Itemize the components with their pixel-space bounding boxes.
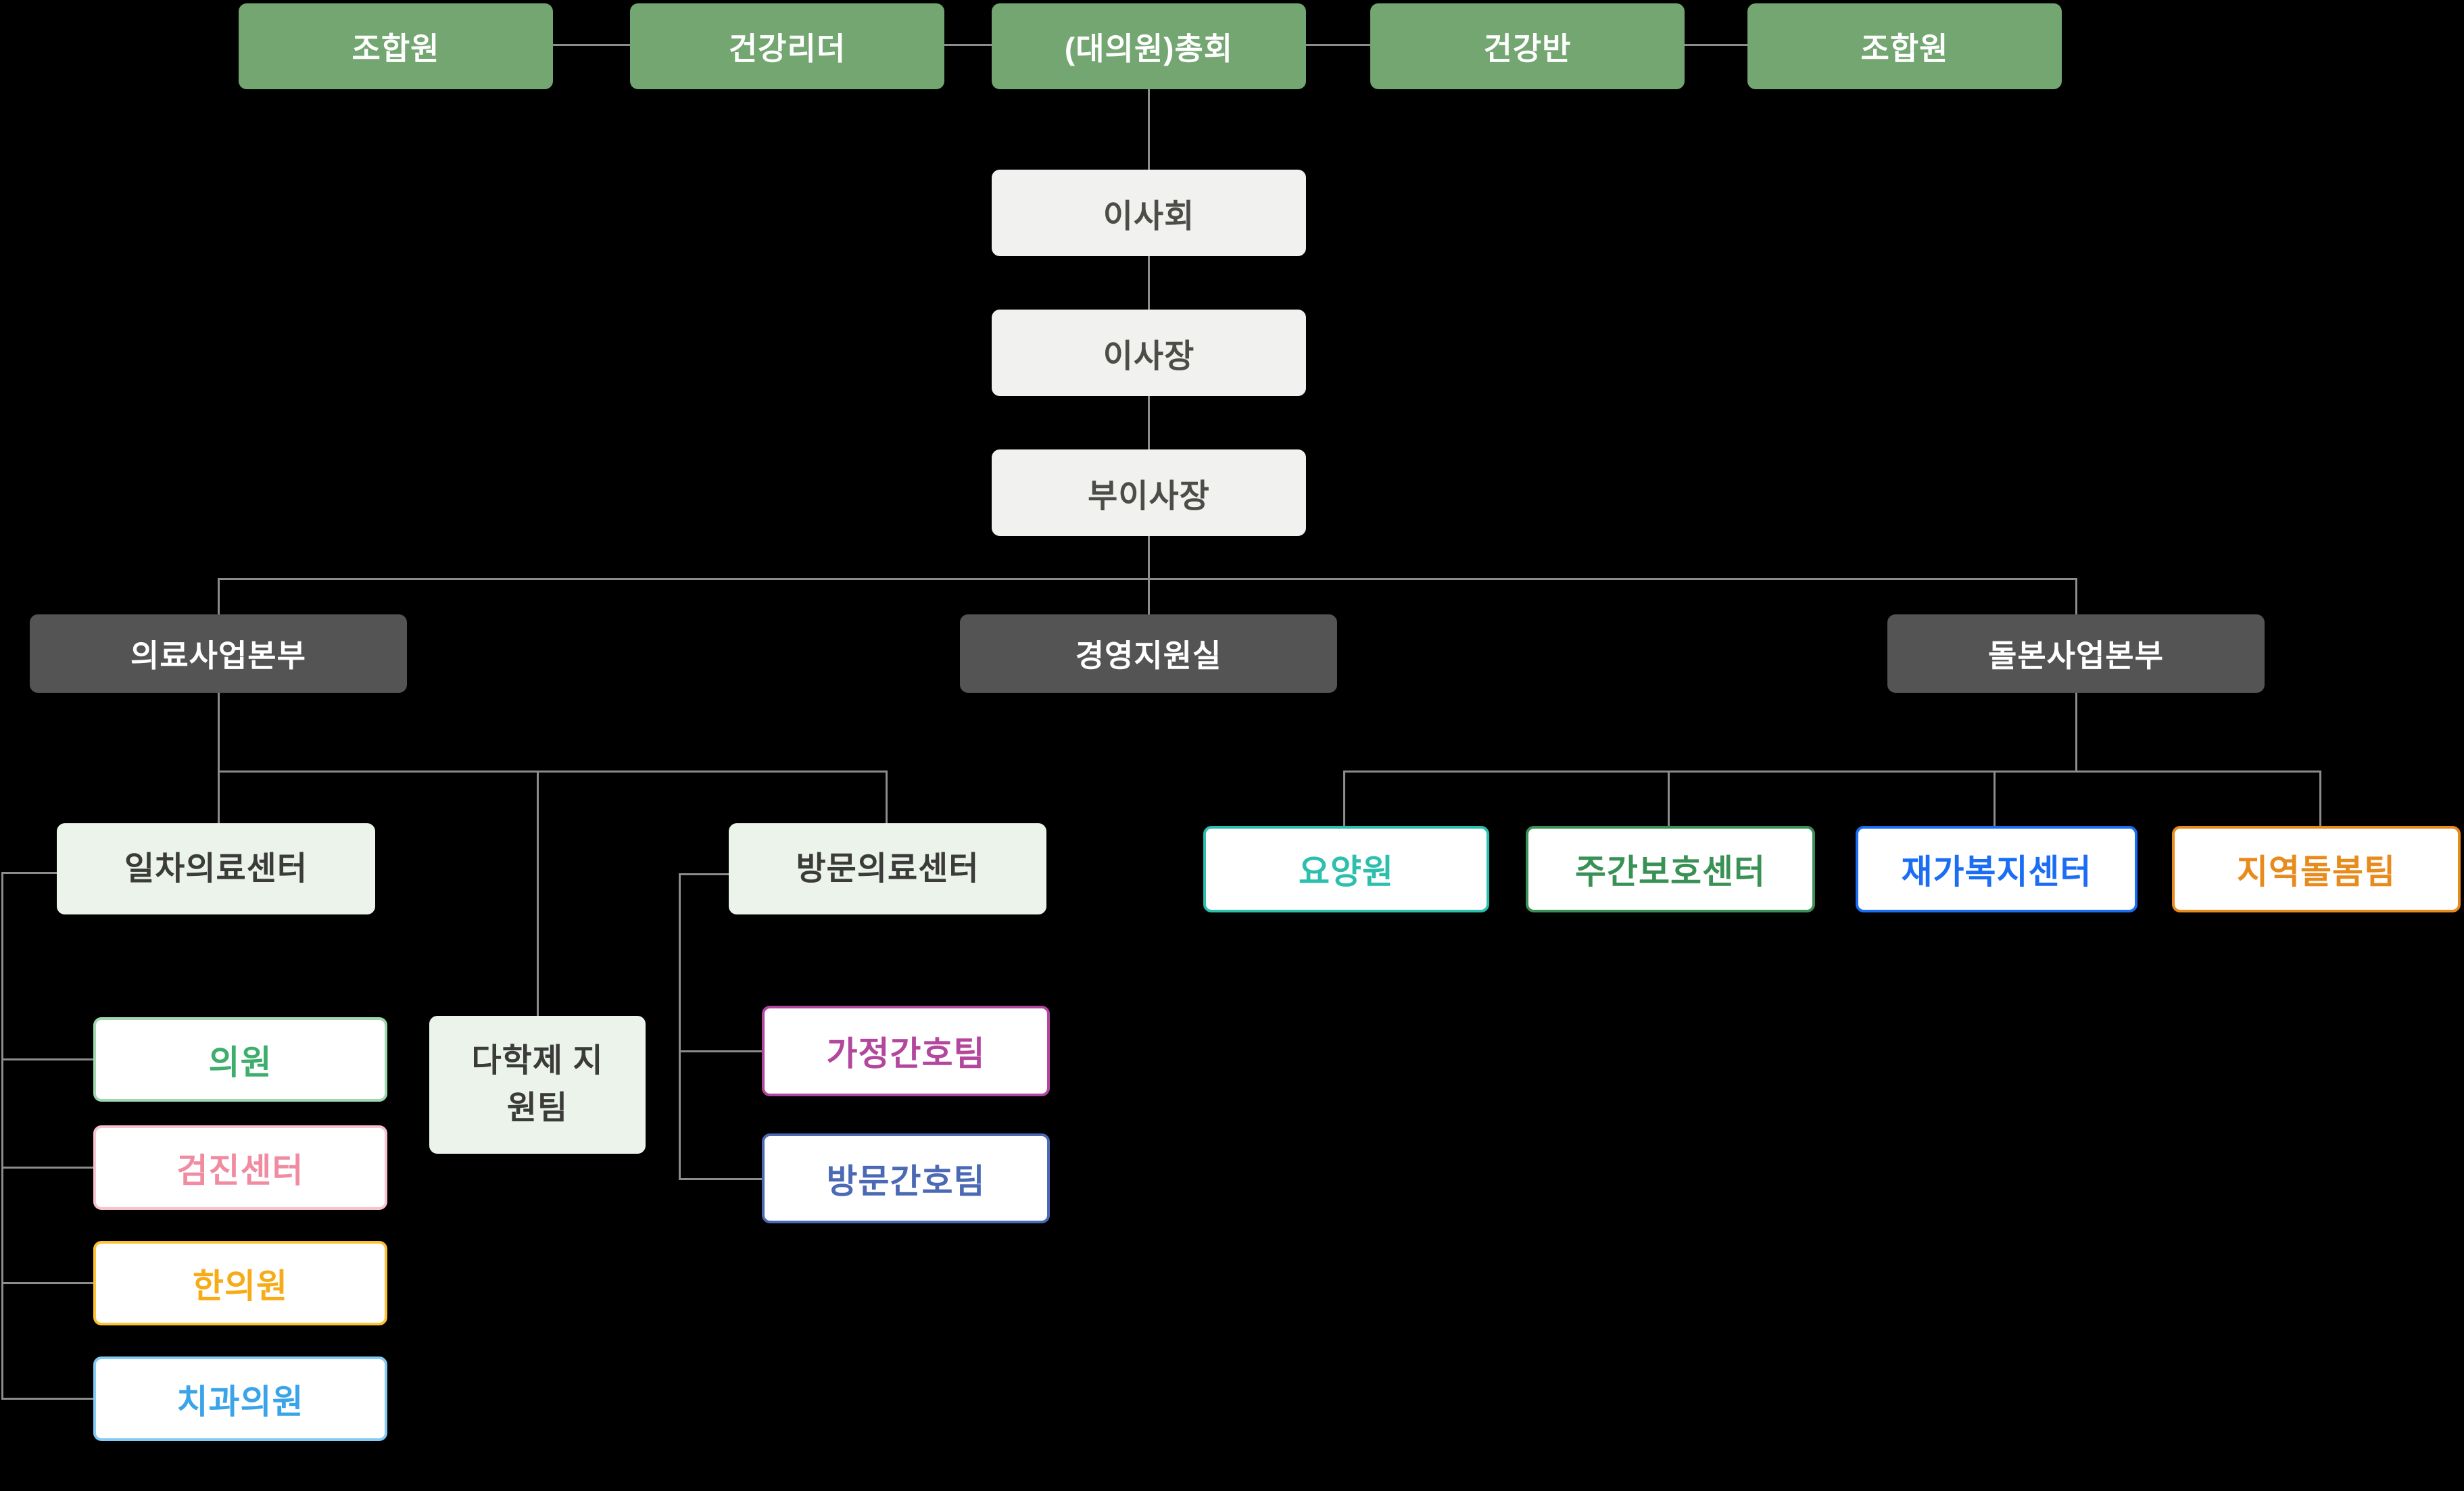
connector-care-branch (1343, 771, 2321, 773)
node-primary-care-center: 일차의료센터 (57, 823, 375, 914)
connector-branch-medical (218, 578, 220, 614)
node-chairman: 이사장 (992, 310, 1306, 396)
connector-division-branch (218, 578, 2077, 580)
node-health-group: 건강반 (1370, 3, 1685, 89)
connector-chair-vicechair (1148, 396, 1150, 449)
connector-care-down (2075, 693, 2077, 771)
node-home-welfare-center: 재가복지센터 (1856, 826, 2137, 912)
connector-vicechair-branch (1148, 536, 1150, 614)
connector-to-visit-center (886, 771, 888, 823)
node-member-left: 조합원 (239, 3, 553, 89)
node-medical-division: 의료사업본부 (30, 614, 407, 693)
connector-assembly-board (1148, 89, 1150, 170)
node-vice-chairman: 부이사장 (992, 449, 1306, 536)
connector-to-checkup (1, 1167, 93, 1169)
node-dental-clinic: 치과의원 (93, 1356, 387, 1441)
node-home-nursing-team: 가정간호팀 (762, 1006, 1050, 1096)
node-multidisciplinary-support-team: 다학제 지원팀 (429, 1016, 646, 1154)
connector-primary-bracket (1, 872, 3, 1399)
connector-top-4 (1685, 44, 1747, 46)
connector-to-communitycare (2319, 771, 2321, 826)
node-general-assembly: (대의원)총회 (992, 3, 1306, 89)
connector-to-clinic (1, 1058, 93, 1060)
connector-to-multidisciplinary (537, 771, 539, 1016)
node-health-leader: 건강리더 (630, 3, 944, 89)
node-member-right: 조합원 (1747, 3, 2062, 89)
connector-primary-stub (1, 872, 57, 874)
node-community-care-team: 지역돌봄팀 (2172, 826, 2461, 912)
node-board-of-directors: 이사회 (992, 170, 1306, 256)
node-clinic: 의원 (93, 1017, 387, 1102)
node-visiting-medical-center: 방문의료센터 (729, 823, 1046, 914)
connector-board-chair (1148, 256, 1150, 310)
node-oriental-clinic: 한의원 (93, 1241, 387, 1325)
connector-to-dental (1, 1398, 93, 1400)
connector-visit-bracket (679, 873, 681, 1179)
connector-medical-branch (218, 771, 888, 773)
connector-to-daycare (1668, 771, 1670, 826)
connector-top-3 (1306, 44, 1370, 46)
connector-top-1 (553, 44, 630, 46)
node-day-care-center: 주간보호센터 (1526, 826, 1815, 912)
connector-to-homenursing (679, 1050, 762, 1052)
node-management-support: 경영지원실 (960, 614, 1337, 693)
connector-to-primary-center (218, 771, 220, 823)
connector-branch-care (2075, 578, 2077, 614)
connector-to-nursinghome (1343, 771, 1345, 826)
connector-top-2 (944, 44, 992, 46)
connector-to-homewelfare (1994, 771, 1996, 826)
connector-to-oriental (1, 1282, 93, 1284)
node-nursing-home: 요양원 (1203, 826, 1489, 912)
connector-to-visitnursing (679, 1178, 762, 1180)
node-checkup-center: 검진센터 (93, 1125, 387, 1210)
connector-medical-down (218, 693, 220, 771)
node-care-division: 돌본사업본부 (1887, 614, 2265, 693)
connector-visit-stub (679, 873, 729, 875)
node-visiting-nursing-team: 방문간호팀 (762, 1133, 1050, 1223)
